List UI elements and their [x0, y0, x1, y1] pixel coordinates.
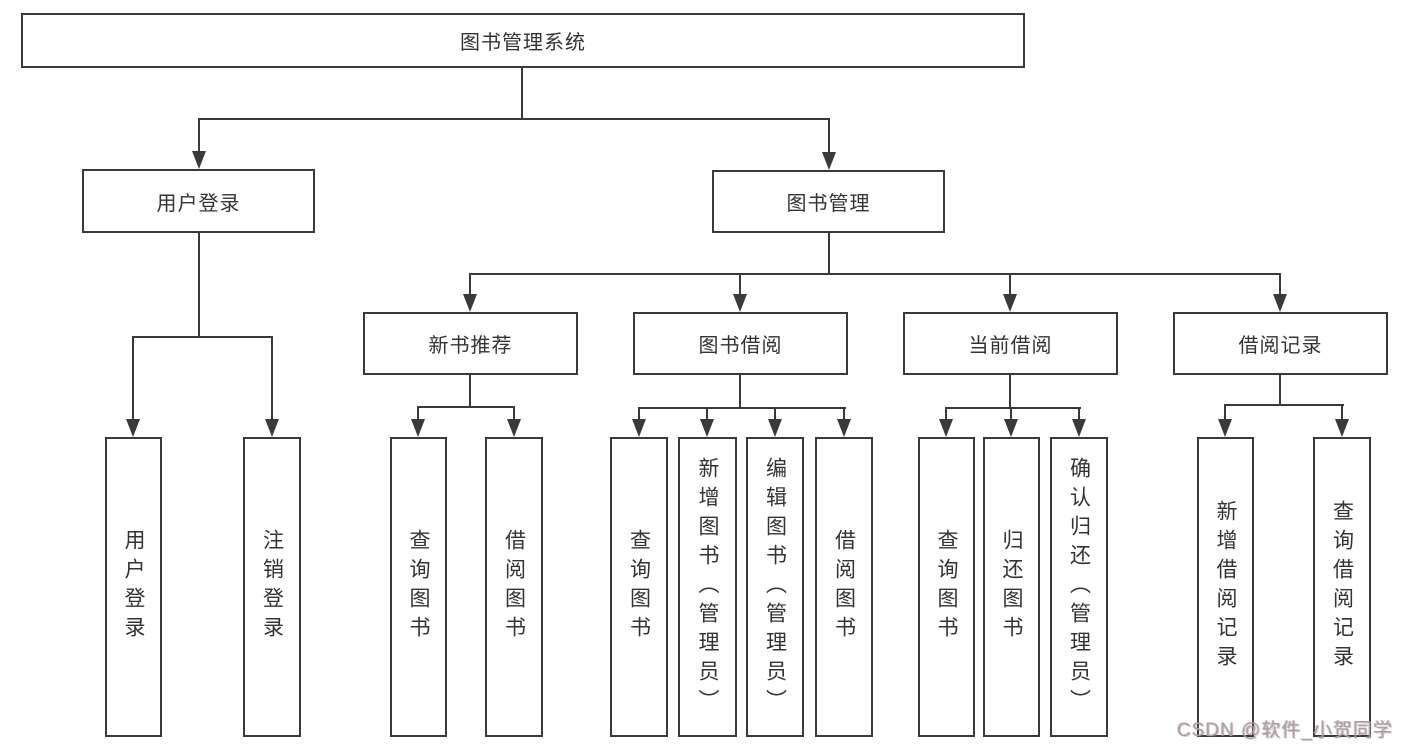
- connector-drop-level3: [469, 273, 471, 296]
- arrowhead-icon: [1003, 294, 1017, 312]
- connector-records-stem: [1279, 375, 1281, 406]
- connector-drop-leaf: [417, 406, 419, 421]
- connector-records-split: [1224, 404, 1344, 406]
- arrowhead-icon: [822, 152, 836, 170]
- connector-bookmgmt-stem: [828, 233, 830, 275]
- connector-drop-leaf: [1010, 407, 1012, 421]
- leaf-query-books-recommend: 查询图书: [390, 437, 447, 737]
- connector-drop-leaf: [843, 407, 845, 421]
- arrowhead-icon: [463, 294, 477, 312]
- node-root-library-system: 图书管理系统: [21, 13, 1025, 68]
- arrowhead-icon: [265, 419, 279, 437]
- connector-drop-leaf: [1224, 404, 1226, 421]
- connector-drop-leaf: [513, 406, 515, 421]
- arrowhead-icon: [1072, 419, 1086, 437]
- connector-root-stem: [521, 68, 523, 120]
- arrowhead-icon: [632, 419, 646, 437]
- node-book-borrowing: 图书借阅: [633, 312, 848, 375]
- leaf-user-login: 用户登录: [105, 437, 162, 737]
- arrowhead-icon: [1335, 419, 1349, 437]
- arrowhead-icon: [192, 151, 206, 169]
- arrowhead-icon: [768, 419, 782, 437]
- connector-drop-leaf: [271, 336, 273, 421]
- connector-recommend-split: [417, 406, 515, 408]
- connector-userlogin-stem: [198, 233, 200, 338]
- node-new-book-recommendation: 新书推荐: [363, 312, 578, 375]
- leaf-borrow-books: 借阅图书: [815, 437, 873, 737]
- connector-drop-level3: [1009, 273, 1011, 296]
- arrowhead-icon: [1004, 419, 1018, 437]
- leaf-return-books: 归还图书: [983, 437, 1040, 737]
- connector-drop-user-login: [198, 118, 200, 154]
- arrowhead-icon: [733, 294, 747, 312]
- connector-drop-leaf: [1341, 404, 1343, 421]
- csdn-watermark: CSDN @软件_小贺同学: [1177, 720, 1393, 741]
- arrowhead-icon: [939, 419, 953, 437]
- connector-drop-leaf: [706, 407, 708, 421]
- node-book-management: 图书管理: [712, 170, 945, 233]
- leaf-query-borrow-record: 查询借阅记录: [1313, 437, 1371, 737]
- arrowhead-icon: [411, 419, 425, 437]
- connector-userlogin-split: [132, 336, 273, 338]
- connector-borrowmod-split: [638, 407, 846, 409]
- leaf-borrow-books-recommend: 借阅图书: [485, 437, 543, 737]
- connector-drop-level3: [1279, 273, 1281, 296]
- connector-root-split: [198, 118, 830, 120]
- connector-drop-leaf: [132, 336, 134, 421]
- leaf-add-books-admin: 新增图书（管理员）: [678, 437, 737, 737]
- leaf-confirm-return-admin: 确认归还（管理员）: [1050, 437, 1108, 737]
- connector-drop-leaf: [1078, 407, 1080, 421]
- arrowhead-icon: [1218, 419, 1232, 437]
- leaf-query-books-current: 查询图书: [918, 437, 975, 737]
- connector-current-split: [945, 407, 1081, 409]
- arrowhead-icon: [837, 419, 851, 437]
- arrowhead-icon: [126, 419, 140, 437]
- leaf-add-borrow-record: 新增借阅记录: [1197, 437, 1254, 737]
- connector-current-stem: [1009, 375, 1011, 409]
- arrowhead-icon: [1273, 294, 1287, 312]
- node-user-login: 用户登录: [82, 169, 315, 233]
- leaf-query-books-borrow: 查询图书: [610, 437, 668, 737]
- arrowhead-icon: [700, 419, 714, 437]
- leaf-logout: 注销登录: [243, 437, 301, 737]
- node-current-borrowing: 当前借阅: [903, 312, 1118, 375]
- connector-drop-book-mgmt: [828, 118, 830, 155]
- connector-recommend-stem: [469, 375, 471, 408]
- connector-drop-leaf: [945, 407, 947, 421]
- connector-drop-leaf: [638, 407, 640, 421]
- connector-drop-level3: [739, 273, 741, 296]
- connector-bookmgmt-split: [469, 273, 1281, 275]
- connector-drop-leaf: [774, 407, 776, 421]
- connector-borrowmod-stem: [739, 375, 741, 409]
- arrowhead-icon: [507, 419, 521, 437]
- node-borrowing-records: 借阅记录: [1173, 312, 1388, 375]
- leaf-edit-books-admin: 编辑图书（管理员）: [746, 437, 804, 737]
